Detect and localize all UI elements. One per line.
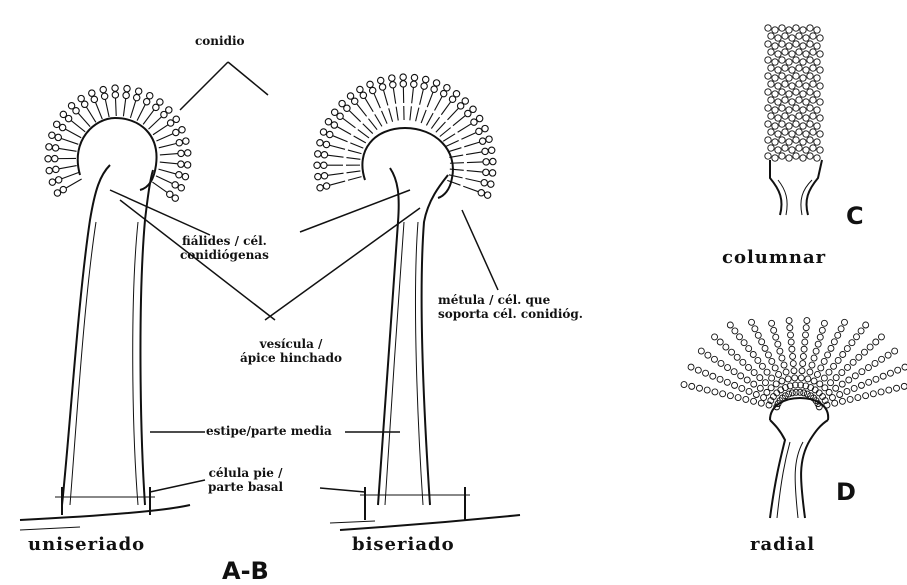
phialides-biseriate [314, 74, 496, 198]
caption-radial: radial [750, 534, 815, 555]
label-metula-line1: métula / cél. que [438, 293, 583, 307]
caption-uniseriado: uniseriado [28, 534, 145, 555]
vesicle-a [78, 118, 157, 190]
caption-ab: A-B [222, 557, 269, 585]
radial-conidiophore [770, 398, 828, 518]
label-vesicula-line2: ápice hinchado [240, 351, 342, 365]
label-fialides: fiálides / cél. conidiógenas [180, 234, 269, 262]
label-fialides-line2: conidiógenas [180, 248, 269, 262]
caption-biseriado: biseriado [352, 534, 455, 555]
label-celula-pie: célula pie / parte basal [208, 466, 283, 494]
conidia-column [765, 25, 823, 161]
label-vesicula: vesícula / ápice hinchado [240, 337, 342, 365]
label-fialides-line1: fiálides / cél. [180, 234, 269, 248]
label-conidio: conidio [195, 34, 245, 48]
label-vesicula-line1: vesícula / [240, 337, 342, 351]
caption-d: D [836, 478, 856, 506]
caption-c: C [846, 202, 864, 230]
label-metula-line2: soporta cél. conidióg. [438, 307, 583, 321]
caption-columnar: columnar [722, 247, 826, 268]
uniseriate-conidiophore [62, 118, 157, 505]
foot-cell-b [330, 487, 520, 530]
label-metula: métula / cél. que soporta cél. conidióg. [438, 293, 583, 321]
label-celula-pie-line1: célula pie / [208, 466, 283, 480]
label-estipe: estipe/parte media [206, 424, 332, 438]
foot-cell-a [20, 487, 190, 530]
phialides-uniseriate [45, 85, 191, 201]
label-celula-pie-line2: parte basal [208, 480, 283, 494]
columnar-conidiophore [770, 160, 822, 215]
conidia-radial-chains [681, 318, 907, 410]
